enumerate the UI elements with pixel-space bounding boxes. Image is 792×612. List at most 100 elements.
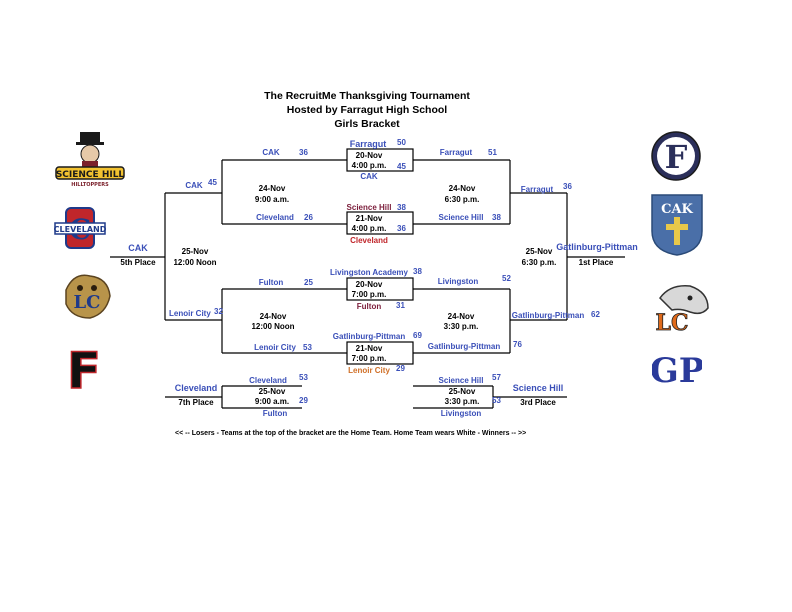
seventh-score2: 29 bbox=[299, 396, 308, 405]
science-hill-logo-subtext: HILLTOPPERS bbox=[71, 182, 109, 188]
science-hill-logo-text: SCIENCE HILL bbox=[56, 170, 125, 180]
cak-logo-text: CAK bbox=[661, 202, 693, 217]
game1-date: 20-Nov bbox=[355, 151, 383, 160]
right-r1a-score1: 51 bbox=[488, 148, 497, 157]
fifth-place-label: 5th Place bbox=[120, 258, 156, 267]
seventh-score1: 53 bbox=[299, 373, 308, 382]
left-r1a-score1: 36 bbox=[299, 148, 308, 157]
gatlinburg-pittman-logo-text: GP bbox=[652, 351, 702, 390]
right-r1a-time: 6:30 p.m. bbox=[444, 195, 480, 204]
third-winner: Science Hill bbox=[512, 383, 564, 393]
left-r1a-team2: Cleveland bbox=[256, 213, 294, 222]
left-semi-score2: 32 bbox=[214, 307, 223, 316]
right-r1a-score2: 38 bbox=[492, 213, 501, 222]
lc-panther-logo-text: LC bbox=[656, 310, 689, 334]
game1-top-team: Farragut bbox=[349, 139, 387, 149]
third-score1: 57 bbox=[492, 373, 501, 382]
left-r1b-date: 24-Nov bbox=[259, 312, 287, 321]
left-r1b-team2: Lenoir City bbox=[254, 343, 296, 352]
right-r1b-date: 24-Nov bbox=[447, 312, 475, 321]
seventh-team2: Fulton bbox=[262, 409, 288, 418]
left-r1b-team1: Fulton bbox=[258, 278, 284, 287]
game4-top-team: Gatlinburg-Pittman bbox=[332, 332, 406, 341]
right-semi-team2: Gatlinburg-Pittman bbox=[511, 311, 585, 320]
game3-bottom-team: Fulton bbox=[356, 302, 382, 311]
seventh-date: 25-Nov bbox=[258, 387, 286, 396]
game1-score2: 45 bbox=[397, 162, 406, 171]
game1-top-score: 50 bbox=[397, 138, 406, 147]
left-r1a-date: 24-Nov bbox=[258, 184, 286, 193]
title-line-1: The RecruitMe Thanksgiving Tournament bbox=[264, 90, 470, 102]
fulton-logo: F bbox=[66, 345, 102, 391]
game3-top-team: Livingston Academy bbox=[330, 268, 408, 277]
seventh-winner: Cleveland bbox=[174, 383, 218, 393]
farragut-logo: F bbox=[651, 131, 701, 181]
first-place-label: 1st Place bbox=[578, 258, 614, 267]
left-semi-team2: Lenoir City bbox=[169, 309, 211, 318]
third-date: 25-Nov bbox=[448, 387, 476, 396]
first-place-team: Gatlinburg-Pittman bbox=[556, 242, 638, 252]
left-semi-team1: CAK bbox=[185, 181, 203, 190]
third-team1: Science Hill bbox=[438, 376, 484, 385]
third-score2: 53 bbox=[492, 396, 501, 405]
game3-date: 20-Nov bbox=[355, 280, 383, 289]
right-r1b-team1: Livingston bbox=[437, 277, 479, 286]
left-semi-score1: 45 bbox=[208, 178, 217, 187]
cleveland-logo: C CLEVELAND bbox=[54, 207, 106, 249]
seventh-time: 9:00 a.m. bbox=[254, 397, 290, 406]
game1-bottom-team: CAK bbox=[360, 172, 378, 181]
cleveland-logo-text: CLEVELAND bbox=[54, 225, 106, 234]
right-r1a-team1: Farragut bbox=[439, 148, 473, 157]
third-team2: Livingston bbox=[440, 409, 482, 418]
game2-time: 4:00 p.m. bbox=[351, 224, 387, 233]
right-r1b-time: 3:30 p.m. bbox=[443, 322, 479, 331]
left-semi-time: 12:00 Noon bbox=[173, 258, 217, 267]
right-r1b-score1: 52 bbox=[502, 274, 511, 283]
science-hill-logo: SCIENCE HILL HILLTOPPERS bbox=[55, 132, 125, 188]
game4-score2: 29 bbox=[396, 364, 405, 373]
left-r1a-team1: CAK bbox=[262, 148, 280, 157]
game2-bottom-team: Cleveland bbox=[350, 236, 388, 245]
right-semi-score2: 62 bbox=[591, 310, 600, 319]
right-r1a-date: 24-Nov bbox=[448, 184, 476, 193]
right-r1b-score2: 76 bbox=[513, 340, 522, 349]
seventh-place-label: 7th Place bbox=[178, 398, 214, 407]
lenoir-city-logo: LC bbox=[65, 274, 111, 319]
right-semi-score1: 36 bbox=[563, 182, 572, 191]
right-semi-date: 25-Nov bbox=[525, 247, 553, 256]
farragut-logo-f: F bbox=[665, 138, 688, 176]
game2-score2: 36 bbox=[397, 224, 406, 233]
cak-logo: CAK bbox=[651, 194, 703, 256]
lenoir-city-logo-text: LC bbox=[74, 292, 101, 313]
game2-top-team: Science Hill bbox=[346, 203, 392, 212]
left-r1b-score2: 53 bbox=[303, 343, 312, 352]
seventh-team1: Cleveland bbox=[249, 376, 287, 385]
game3-score2: 31 bbox=[396, 301, 405, 310]
right-r1b-team2: Gatlinburg-Pittman bbox=[427, 342, 501, 351]
game4-bottom-team: Lenoir City bbox=[348, 366, 390, 375]
left-semi-date: 25-Nov bbox=[181, 247, 209, 256]
gatlinburg-pittman-logo: GP bbox=[652, 351, 702, 390]
title-line-3: Girls Bracket bbox=[334, 118, 400, 130]
game4-top-score: 69 bbox=[413, 331, 422, 340]
left-r1b-time: 12:00 Noon bbox=[251, 322, 295, 331]
game3-time: 7:00 p.m. bbox=[351, 290, 387, 299]
left-r1b-score1: 25 bbox=[304, 278, 313, 287]
game1-time: 4:00 p.m. bbox=[351, 161, 387, 170]
left-r1a-time: 9:00 a.m. bbox=[254, 195, 290, 204]
lc-panther-logo: LC bbox=[655, 285, 709, 334]
game2-top-score: 38 bbox=[397, 203, 406, 212]
game4-time: 7:00 p.m. bbox=[351, 354, 387, 363]
right-r1a-team2: Science Hill bbox=[438, 213, 484, 222]
fulton-logo-f: F bbox=[67, 345, 101, 391]
right-semi-time: 6:30 p.m. bbox=[521, 258, 557, 267]
game3-top-score: 38 bbox=[413, 267, 422, 276]
left-r1a-score2: 26 bbox=[304, 213, 313, 222]
game2-date: 21-Nov bbox=[355, 214, 383, 223]
fifth-place-team: CAK bbox=[128, 243, 148, 253]
third-place-label: 3rd Place bbox=[520, 398, 556, 407]
game4-date: 21-Nov bbox=[355, 344, 383, 353]
third-time: 3:30 p.m. bbox=[444, 397, 480, 406]
